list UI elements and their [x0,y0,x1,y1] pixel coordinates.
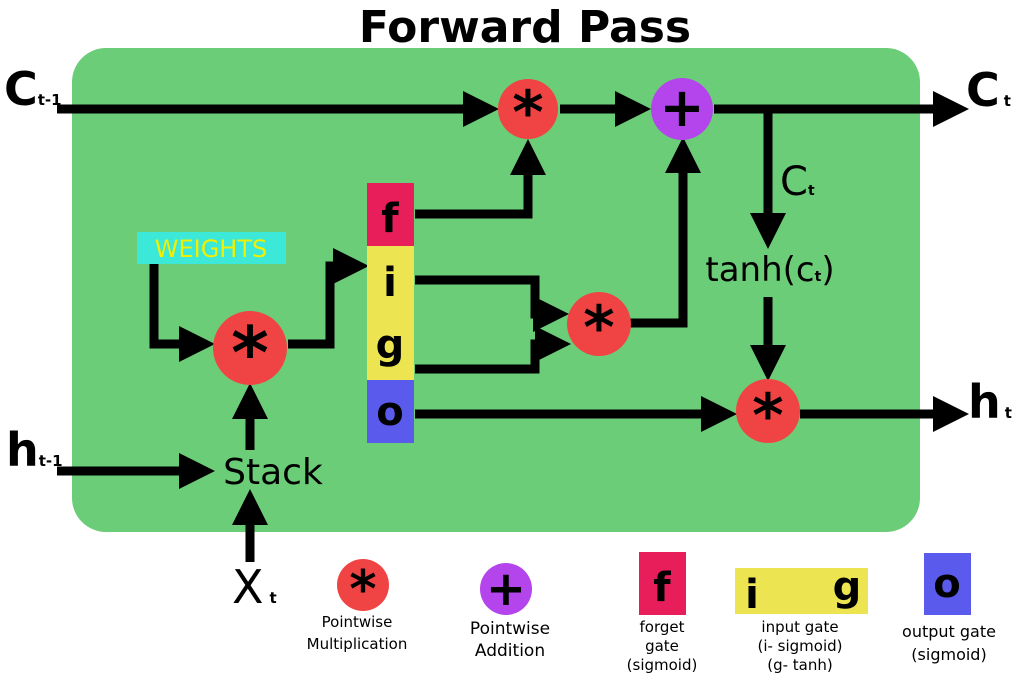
legend-multiply-text-2: Multiplication [307,635,408,653]
legend-item-forget-gate: f forget gate (sigmoid) [627,552,698,674]
stack-label: Stack [223,452,323,493]
multiply-icon: * [231,311,269,395]
legend-output-box [924,553,971,615]
arrow-g-to-input-mult [415,326,571,374]
lstm-cell-background [72,48,920,532]
legend-add-symbol: + [486,561,526,617]
legend-multiply-icon [337,559,389,611]
arrow-i-to-input-mult [415,275,569,332]
cell-add-node: + [651,76,713,140]
legend-multiply-symbol: * [349,560,376,620]
input-gate-box [367,246,414,380]
arrow-mult-to-gates [288,248,369,349]
multiply-circle [498,79,558,139]
gate-g-label: g [376,322,405,368]
legend-add-icon [480,563,532,615]
arrow-input-mult-to-add [630,137,701,328]
input-c-prev-label: Ct-1 [4,62,62,116]
gate-f-label: f [381,196,399,242]
legend-input-text-1: input gate [761,618,838,636]
legend-forget-box [639,552,686,615]
input-h-prev-label: ht-1 [6,423,63,477]
multiply-icon: * [512,78,543,148]
gate-o-label: o [376,389,403,435]
legend-input-text-3: (g- tanh) [767,656,833,674]
legend-add-text-2: Addition [475,641,545,661]
legend-item-add: + Pointwise Addition [470,561,550,661]
legend-output-text-1: output gate [902,622,996,641]
diagram-title: Forward Pass [359,2,691,53]
connections [57,91,969,562]
output-multiply-node: * [736,379,800,451]
arrow-f-to-forget-mult [415,139,546,219]
legend-output-symbol: o [933,561,960,607]
legend-input-box [735,568,868,614]
weights-label: WEIGHTS [155,235,268,263]
legend-item-multiply: * Pointwise Multiplication [307,559,408,653]
legend-forget-text-3: (sigmoid) [627,656,698,674]
legend-input-g-symbol: g [833,564,862,610]
add-circle [651,78,713,140]
legend-output-text-2: (sigmoid) [911,645,986,664]
weights-multiply-node: * [213,311,287,395]
legend-forget-text-2: gate [645,637,679,655]
tanh-label: tanh(ct) [705,250,834,290]
ct-branch-label: Ct [780,159,815,205]
plus-icon: + [659,76,704,139]
legend-input-text-2: (i- sigmoid) [757,637,842,655]
legend: * Pointwise Multiplication + Pointwise A… [307,552,996,674]
legend-item-input-gate: i g input gate (i- sigmoid) (g- tanh) [735,564,868,674]
multiply-circle [567,292,631,356]
input-multiply-node: * [567,292,631,363]
multiply-icon: * [583,293,614,363]
forget-gate-box [367,183,414,246]
multiply-circle [213,311,287,385]
legend-forget-symbol: f [653,565,671,611]
legend-input-i-symbol: i [745,572,759,618]
legend-item-output-gate: o output gate (sigmoid) [902,553,996,664]
weights-label-bg [137,232,286,264]
multiply-icon: * [752,381,783,451]
legend-forget-text-1: forget [640,618,685,636]
arrow-weights-to-mult [149,262,215,362]
gates-column: f i g o [367,183,414,443]
output-gate-box [367,380,414,443]
multiply-circle [736,379,800,443]
legend-multiply-text-1: Pointwise [322,613,393,631]
legend-add-text-1: Pointwise [470,619,550,639]
gate-i-label: i [383,260,397,306]
forget-multiply-node: * [498,78,558,148]
